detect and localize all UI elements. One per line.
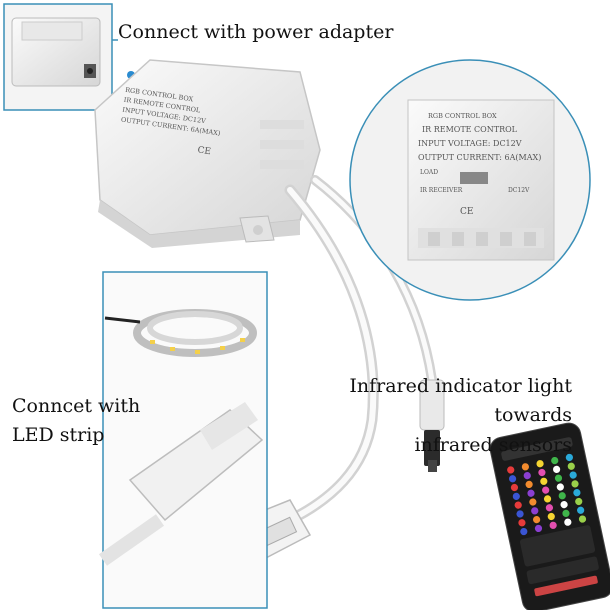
remote-button	[575, 497, 583, 506]
remote-button	[508, 475, 517, 483]
remote-button	[538, 468, 546, 477]
remote-button	[560, 500, 568, 509]
remote-button	[518, 519, 526, 527]
remote-button	[553, 465, 561, 473]
remote-button	[510, 483, 519, 492]
remote-button	[562, 509, 570, 517]
detail-print-line1: RGB CONTROL BOX	[428, 112, 497, 120]
remote-button	[523, 472, 531, 480]
remote-button	[536, 460, 544, 468]
remote-button	[577, 506, 585, 514]
remote-button	[547, 512, 555, 521]
label-infrared-line3: infrared sensors	[414, 433, 572, 456]
remote-button	[531, 507, 539, 515]
ir-receiver-head	[419, 379, 445, 472]
label-infrared: Infrared indicator light towards infrare…	[349, 372, 572, 460]
label-power-adapter: Connect with power adapter	[118, 21, 394, 43]
box-print-ce: CE	[197, 146, 212, 158]
remote-button	[542, 486, 550, 494]
remote-button	[545, 504, 554, 512]
remote-button	[521, 463, 529, 471]
remote-button	[551, 456, 559, 465]
label-led-strip: Conncet with LED strip	[12, 392, 140, 451]
remote-button	[571, 480, 579, 488]
remote-button	[516, 510, 524, 518]
detail-print-receiver: IR RECEIVER	[420, 187, 463, 194]
detail-print-line4: OUTPUT CURRENT: 6A(MAX)	[418, 153, 541, 162]
remote-button	[512, 492, 520, 500]
remote-button	[554, 474, 563, 482]
remote-button	[565, 453, 574, 462]
remote-button	[556, 483, 564, 491]
detail-print-line2: IR REMOTE CONTROL	[422, 125, 518, 134]
remote-button	[564, 518, 572, 526]
remote-button	[549, 521, 557, 529]
remote-button	[534, 524, 543, 533]
label-infrared-line1: Infrared indicator light	[349, 375, 572, 397]
remote-button	[520, 527, 528, 536]
remote-button	[540, 477, 548, 485]
label-led-strip-line2: LED strip	[12, 424, 105, 447]
detail-print-line3: INPUT VOLTAGE: DC12V	[418, 139, 522, 148]
label-detail-circle: RGB CONTROL BOX IR REMOTE CONTROL INPUT …	[349, 59, 591, 301]
remote-button	[525, 480, 533, 489]
remote-button	[567, 462, 575, 470]
remote-button	[578, 515, 587, 523]
remote-button	[529, 498, 537, 506]
remote-button	[569, 471, 577, 479]
detail-print-load: LOAD	[420, 169, 438, 176]
rgb-control-box: RGB CONTROL BOX IR REMOTE CONTROL INPUT …	[94, 59, 321, 248]
remote-button	[558, 492, 566, 500]
detail-print-ce: CE	[460, 207, 473, 217]
remote-button	[573, 489, 581, 497]
remote-button	[543, 495, 552, 503]
led-strip-inset	[98, 271, 268, 609]
ir-remote	[489, 422, 610, 610]
label-led-strip-line1: Conncet with	[12, 395, 141, 417]
remote-button	[533, 516, 541, 524]
remote-button	[514, 501, 522, 509]
label-infrared-line2: towards	[494, 404, 572, 427]
power-connector-inset	[3, 3, 113, 111]
remote-button	[507, 466, 515, 474]
detail-print-dc: DC12V	[508, 187, 530, 194]
remote-button	[527, 489, 535, 497]
